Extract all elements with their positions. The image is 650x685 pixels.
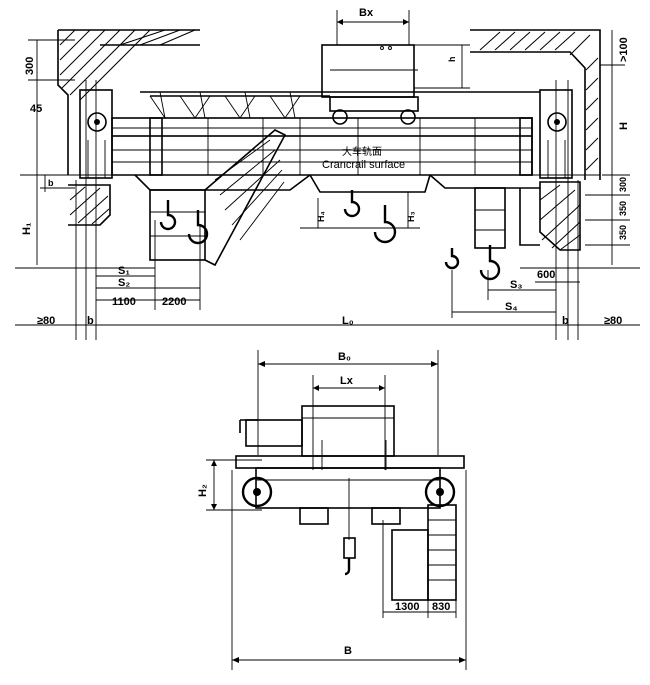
left-clearance: ≥80 bbox=[37, 315, 55, 327]
right-clearance: ≥80 bbox=[604, 315, 622, 327]
dim-2200: 2200 bbox=[162, 296, 186, 308]
trolley-top bbox=[321, 10, 470, 125]
b-right-label: b bbox=[562, 315, 569, 327]
h2-label: H₂ bbox=[197, 484, 209, 497]
bx-label: Bx bbox=[359, 7, 374, 19]
bq-label: B₀ bbox=[338, 351, 351, 363]
dim-300-right: 300 bbox=[618, 177, 628, 192]
lx-label: Lx bbox=[340, 375, 354, 387]
lq-label: L₀ bbox=[342, 315, 354, 327]
dim-300-left: 300 bbox=[24, 57, 36, 75]
bridge-frame-side bbox=[235, 440, 465, 525]
b-label: B bbox=[344, 645, 352, 657]
s2-label: S₂ bbox=[118, 277, 130, 289]
h4-label: H₄ bbox=[316, 211, 326, 222]
right-column bbox=[474, 181, 581, 251]
b-side-label: b bbox=[48, 178, 54, 188]
dim-1300: 1300 bbox=[395, 601, 419, 613]
b-left-label: b bbox=[87, 315, 94, 327]
h-label: H bbox=[618, 122, 630, 130]
trolley-side bbox=[239, 405, 395, 457]
h-small-label: h bbox=[447, 57, 457, 63]
side-end-view: B₀ Lx bbox=[197, 350, 467, 670]
s1-label: S₁ bbox=[118, 265, 130, 277]
dim-350-b: 350 bbox=[618, 225, 628, 240]
left-lower-support bbox=[68, 184, 111, 226]
hook-side bbox=[343, 478, 356, 576]
s4-label: S₄ bbox=[505, 301, 518, 313]
operator-cab bbox=[149, 129, 287, 267]
hooks-top bbox=[159, 190, 501, 281]
dim-gt100: >100 bbox=[618, 37, 630, 62]
dim-45: 45 bbox=[30, 103, 42, 115]
right-building-wall bbox=[470, 29, 601, 180]
dim-1100: 1100 bbox=[112, 296, 136, 308]
dim-350-a: 350 bbox=[618, 201, 628, 216]
end-carriage-left bbox=[79, 80, 113, 340]
dim-600: 600 bbox=[537, 269, 555, 281]
h1-label: H₁ bbox=[21, 222, 33, 235]
rail-label-en: Crancrail surface bbox=[322, 159, 405, 171]
end-carriage-right bbox=[539, 80, 573, 340]
left-building-wall bbox=[57, 29, 200, 175]
top-elevation-view: Bx h 300 45 >100 H H₁ b H₄ H₃ 300 350 35… bbox=[15, 7, 640, 340]
dim-830: 830 bbox=[432, 601, 450, 613]
side-ladder bbox=[391, 504, 457, 601]
s3-label: S₃ bbox=[510, 279, 522, 291]
h3-label: H₃ bbox=[406, 211, 416, 222]
rail-label-cn: 大车轨面 bbox=[342, 145, 382, 158]
bridge-girder bbox=[111, 91, 540, 193]
